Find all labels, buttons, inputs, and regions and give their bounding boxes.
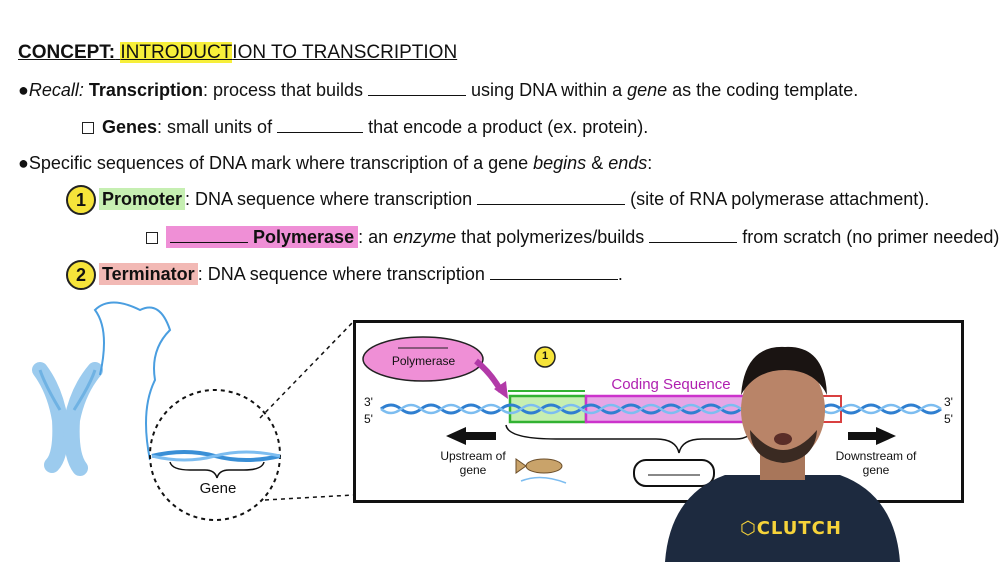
presenter-shirt bbox=[665, 475, 900, 562]
blank-transcription bbox=[368, 78, 467, 96]
title-highlighted: INTRODUCT bbox=[120, 42, 233, 63]
marker-1-icon bbox=[534, 346, 556, 368]
clutch-logo: ⬡CLUTCH bbox=[740, 518, 842, 539]
blank-polymerase-type bbox=[170, 225, 248, 243]
polymerase-ellipse bbox=[362, 336, 484, 382]
blank-genes bbox=[277, 115, 364, 133]
gene-brace bbox=[169, 461, 265, 479]
concept-label: CONCEPT: bbox=[18, 42, 116, 63]
downstream-arrow-icon bbox=[848, 427, 896, 445]
upstream-label: Upstream of gene bbox=[440, 449, 506, 477]
gene-brace-large bbox=[505, 424, 757, 454]
blank-promoter bbox=[477, 187, 626, 205]
fish-icon bbox=[515, 458, 567, 484]
downstream-label: Downstream of gene bbox=[835, 449, 917, 477]
coding-region bbox=[584, 394, 763, 424]
presenter-hair bbox=[741, 346, 827, 395]
title-rest: ION TO TRANSCRIPTION bbox=[232, 42, 458, 63]
coding-sequence-label: Coding Sequence bbox=[611, 376, 731, 393]
five-prime-right: 5' bbox=[944, 412, 953, 426]
polymerase-line: Polymerase: an enzyme that polymerizes/b… bbox=[146, 225, 1000, 249]
polymerase-label: Polymerase bbox=[391, 354, 456, 368]
checkbox-icon bbox=[146, 232, 158, 245]
specific-line: ●Specific sequences of DNA mark where tr… bbox=[18, 153, 653, 173]
recall-line: ●Recall: Transcription: process that bui… bbox=[18, 78, 859, 100]
presenter-face bbox=[741, 358, 825, 462]
number-1-icon: 1 bbox=[66, 185, 96, 215]
upstream-arrow-icon bbox=[446, 427, 496, 445]
transcription-diagram: Polymerase 1 Coding Sequence 3' 5' 3' 5'… bbox=[353, 320, 964, 503]
dna-helix-bottom bbox=[380, 403, 942, 415]
gene-answer-box bbox=[633, 459, 715, 487]
marker-1-label: 1 bbox=[541, 350, 549, 362]
three-prime-left: 3' bbox=[364, 395, 373, 409]
blank-polymerase bbox=[649, 225, 738, 243]
dna-strand-icon bbox=[93, 301, 172, 461]
blank-terminator bbox=[489, 262, 618, 280]
page-title: CONCEPT: INTRODUCTION TO TRANSCRIPTION bbox=[18, 41, 457, 65]
arrow-icon bbox=[474, 358, 504, 393]
gene-label: Gene bbox=[199, 480, 237, 497]
number-2-icon: 2 bbox=[66, 260, 96, 290]
five-prime-left: 5' bbox=[364, 412, 373, 426]
presenter-video bbox=[665, 346, 900, 562]
diagram-graphics bbox=[362, 336, 942, 487]
three-prime-right: 3' bbox=[944, 395, 953, 409]
checkbox-icon bbox=[82, 122, 94, 135]
polymerase-highlight: Polymerase bbox=[166, 225, 359, 248]
chromosome-illustration bbox=[32, 301, 354, 521]
genes-line: Genes: small units of that encode a prod… bbox=[82, 115, 648, 139]
chromosome-icon bbox=[32, 362, 103, 476]
